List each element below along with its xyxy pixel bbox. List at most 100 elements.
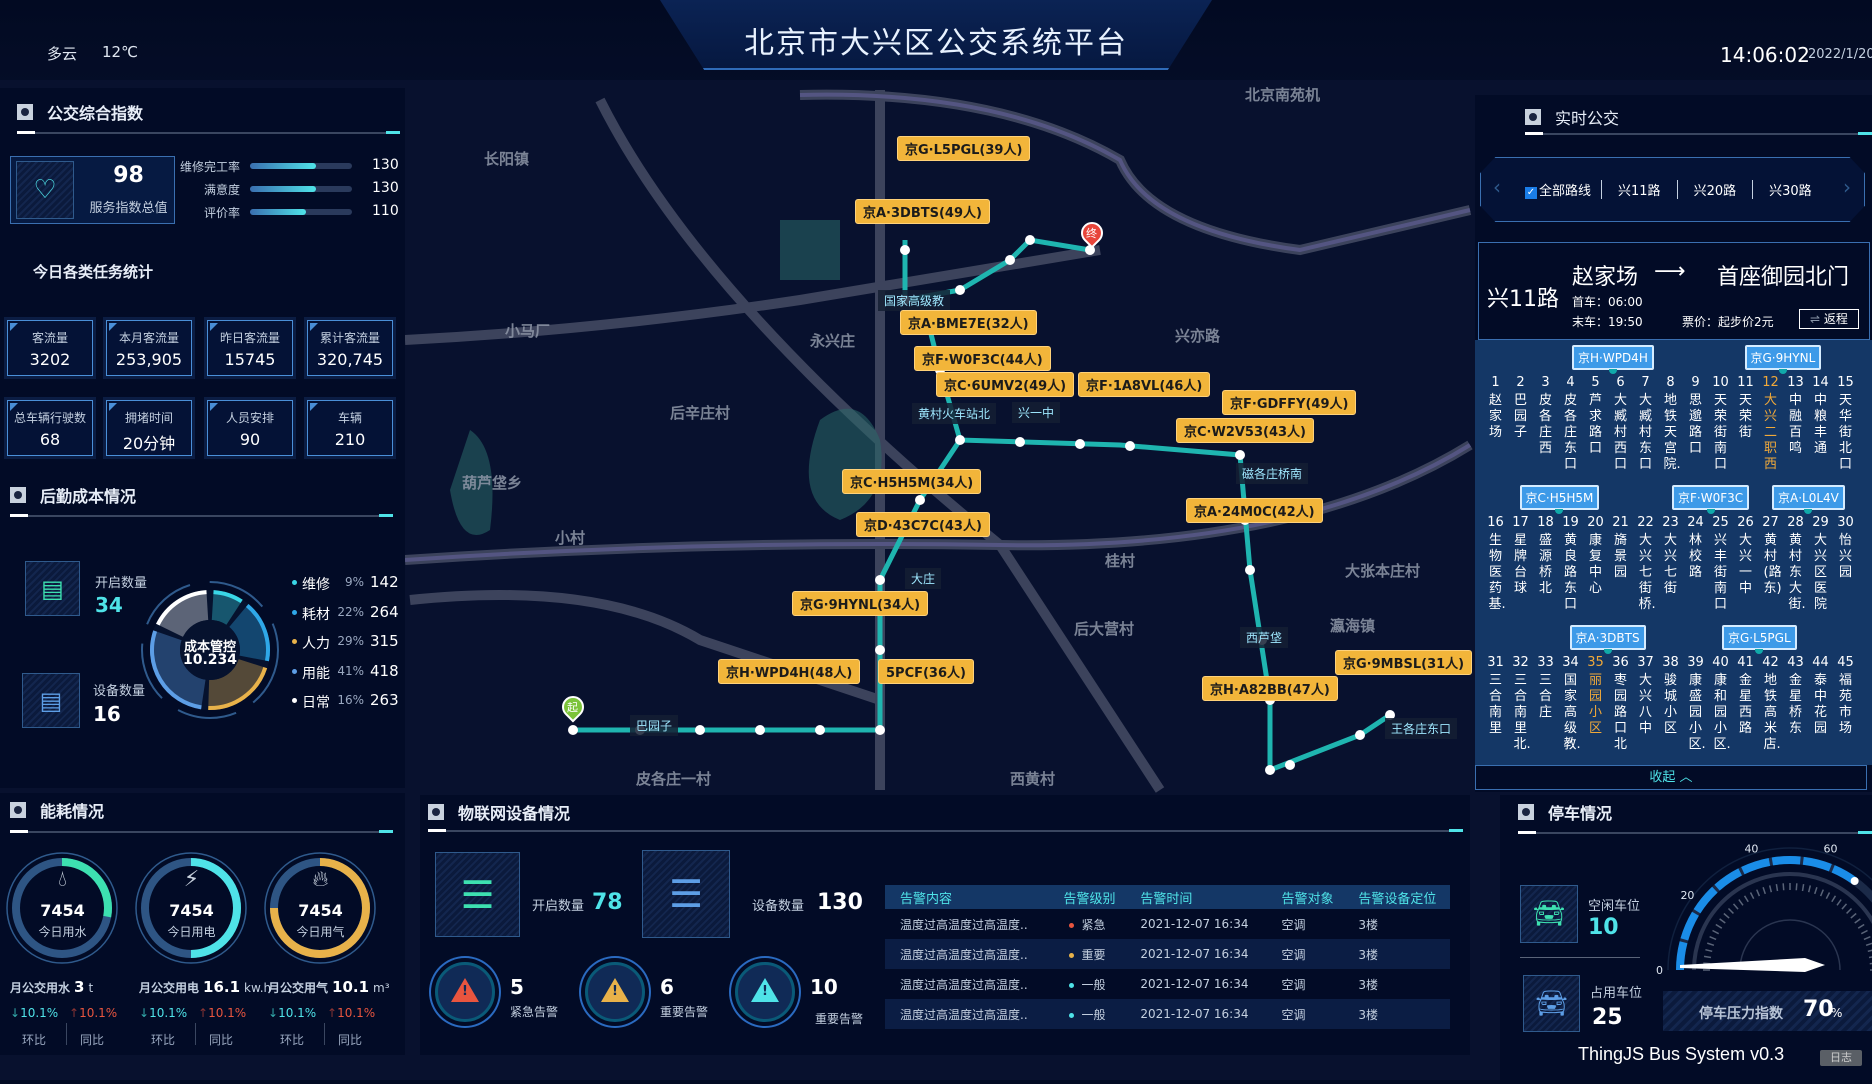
- bus-position-tag[interactable]: 京G·9HYNL: [1744, 345, 1822, 370]
- route-stop-dot[interactable]: [955, 435, 965, 445]
- tabs-prev-icon[interactable]: ‹: [1493, 175, 1501, 199]
- route-stop-dot[interactable]: [815, 725, 825, 735]
- bus-position-tag[interactable]: 京F·W0F3C: [1672, 485, 1750, 510]
- route-stop-dot[interactable]: [875, 725, 885, 735]
- route-stop-dot[interactable]: [900, 245, 910, 255]
- bus-label[interactable]: 京A·BME7E(32人): [900, 310, 1037, 335]
- route-tab[interactable]: 兴11路: [1602, 180, 1678, 199]
- bus-position-tag[interactable]: 京A·L0L4V: [1772, 485, 1845, 510]
- bus-label[interactable]: 京A·3DBTS(49人): [855, 199, 990, 224]
- bus-position-tag[interactable]: 京A·3DBTS: [1569, 625, 1646, 650]
- bus-label[interactable]: 京C·W2V53(43人): [1176, 418, 1314, 443]
- bus-position-tag[interactable]: 京C·H5H5M: [1519, 485, 1600, 510]
- route-stop-dot[interactable]: [955, 285, 965, 295]
- column-header[interactable]: 告警时间: [1140, 891, 1193, 907]
- bus-label[interactable]: 京C·6UMV2(49人): [936, 372, 1075, 397]
- column-header[interactable]: 告警设备定位: [1358, 891, 1437, 907]
- bus-label[interactable]: 京F·GDFFY(49人): [1222, 390, 1357, 415]
- route-stop-dot[interactable]: [1285, 760, 1295, 770]
- route-stop-dot[interactable]: [875, 645, 885, 655]
- route-stop-dot[interactable]: [568, 725, 578, 735]
- bus-label[interactable]: 京G·L5PGL(39人): [897, 136, 1031, 161]
- route-stop-dot[interactable]: [1265, 765, 1275, 775]
- tabs-next-icon[interactable]: ›: [1843, 175, 1851, 199]
- return-button[interactable]: ⇌ 返程: [1799, 309, 1859, 329]
- route-tab[interactable]: 兴30路: [1753, 180, 1828, 199]
- bus-label[interactable]: 京H·A82BB(47人): [1202, 676, 1338, 701]
- route-stop-dot[interactable]: [1385, 710, 1395, 720]
- bus-label[interactable]: 京G·9HYNL(34人): [792, 591, 929, 616]
- bus-label[interactable]: 京G·9MBSL(31人): [1335, 650, 1473, 675]
- route-stop-dot[interactable]: [1355, 730, 1365, 740]
- column-header[interactable]: 告警内容: [900, 891, 953, 907]
- bus-label[interactable]: 京C·H5H5M(34人): [842, 469, 982, 494]
- route-stop-dot[interactable]: [1245, 565, 1255, 575]
- route-stop-dot[interactable]: [695, 725, 705, 735]
- route-stop-dot[interactable]: [1025, 235, 1035, 245]
- column-header[interactable]: 告警级别: [1063, 891, 1116, 907]
- route-stop-dot[interactable]: [1235, 450, 1245, 460]
- collapse-button[interactable]: 收起 ︿: [1475, 765, 1867, 790]
- route-stop-dot[interactable]: [875, 575, 885, 585]
- bus-label[interactable]: 5PCF(36人): [878, 659, 974, 684]
- route-stop-dot[interactable]: [1075, 439, 1085, 449]
- checkbox-checked-icon[interactable]: ✓: [1525, 187, 1537, 199]
- column-header[interactable]: 告警对象: [1281, 891, 1334, 907]
- route-stop-dot[interactable]: [1125, 441, 1135, 451]
- route-stop-dot[interactable]: [1005, 255, 1015, 265]
- bus-label[interactable]: 京F·W0F3C(44人): [914, 346, 1051, 371]
- bus-label[interactable]: 京D·43C7C(43人): [856, 512, 990, 537]
- route-stop-dot[interactable]: [755, 725, 765, 735]
- bus-label[interactable]: 京F·1A8VL(46人): [1078, 372, 1211, 397]
- bus-position-tag[interactable]: 京G·L5PGL: [1722, 625, 1797, 650]
- log-button[interactable]: 日志: [1820, 1050, 1862, 1066]
- bus-position-tag[interactable]: 京H·WPD4H: [1572, 345, 1654, 370]
